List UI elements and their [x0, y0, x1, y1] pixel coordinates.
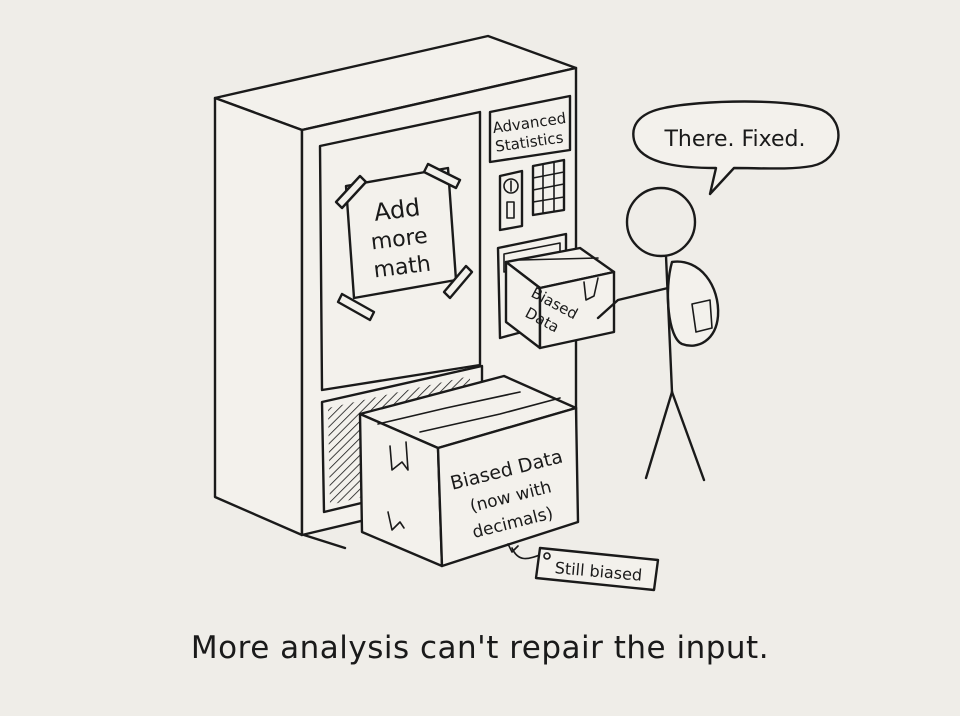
keypad-icon	[531, 158, 566, 217]
input-data-box: Biased Data	[504, 246, 616, 350]
still-biased-tag: Still biased	[507, 543, 660, 592]
coin-slot-icon	[498, 169, 524, 232]
tape-icon	[422, 162, 462, 190]
tape-icon	[334, 174, 368, 210]
output-data-box: Biased Data (now with decimals)	[358, 374, 580, 568]
stick-figure	[596, 186, 720, 482]
machine-label: Advanced Statistics	[488, 94, 572, 164]
speech-bubble-text: There. Fixed.	[663, 127, 805, 152]
machine-window	[318, 110, 482, 392]
speech-bubble: There. Fixed.	[632, 100, 840, 196]
comic-caption: More analysis can't repair the input.	[190, 630, 770, 666]
add-more-math-sign: Add more math	[334, 162, 474, 322]
tape-icon	[336, 292, 376, 322]
tape-icon	[442, 264, 474, 300]
sign-line1: Add	[372, 193, 422, 226]
